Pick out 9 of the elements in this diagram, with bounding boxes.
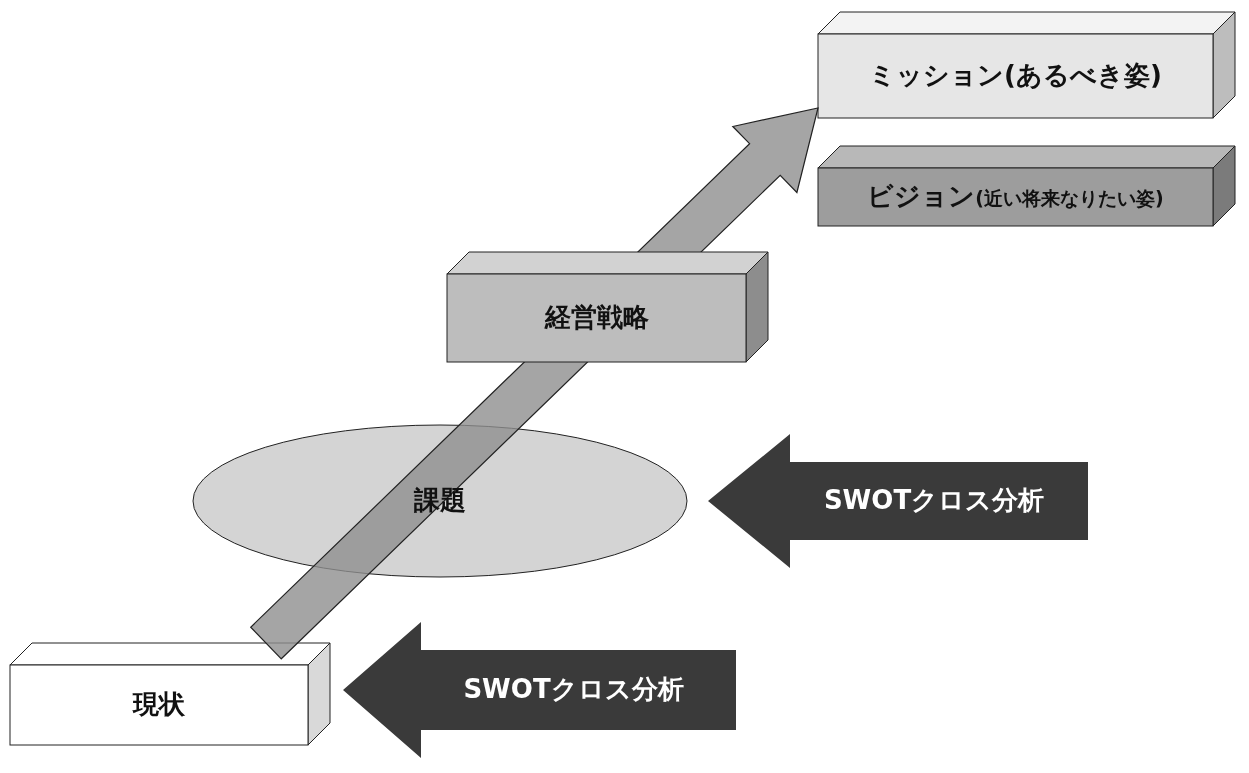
arrow <box>249 107 819 660</box>
block-label: 課題 <box>414 485 466 517</box>
block-label: (近い将来なりたい姿) <box>975 187 1164 211</box>
block-label: ビジョン <box>867 181 976 213</box>
block-label: 現状 <box>133 689 185 721</box>
block-label: SWOTクロス分析 <box>823 485 1045 517</box>
block-label: 経営戦略 <box>544 302 649 334</box>
block-label: ミッション(あるべき姿) <box>869 60 1162 92</box>
block-label: SWOTクロス分析 <box>463 674 684 706</box>
